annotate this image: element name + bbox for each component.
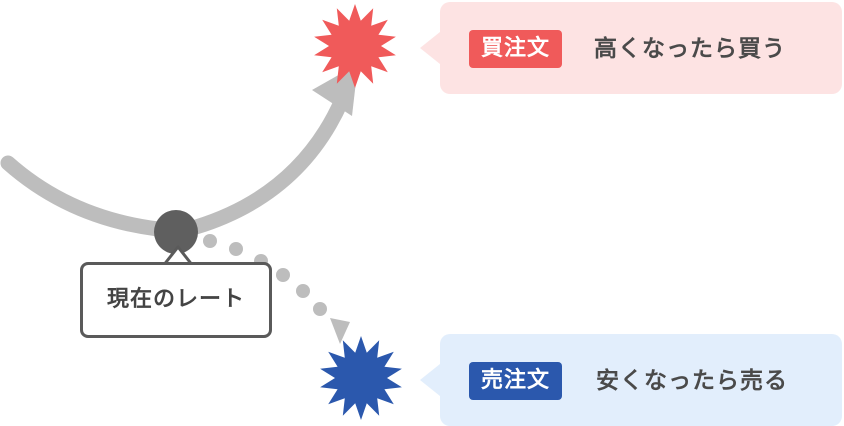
current-rate-dot — [154, 210, 198, 254]
rising-arrow-head — [312, 64, 358, 116]
sell-order-badge: 売注文 — [469, 362, 563, 400]
current-rate-label: 現在のレート — [106, 287, 245, 312]
sell-order-callout: 売注文 安くなったら売る — [420, 334, 842, 426]
buy-order-description: 高くなったら買う — [594, 36, 786, 62]
current-rate-label-box: 現在のレート — [80, 262, 272, 338]
buy-order-callout: 買注文 高くなったら買う — [420, 2, 842, 94]
sell-starburst-icon — [320, 336, 402, 420]
falling-arrow-head — [330, 318, 350, 344]
buy-starburst-icon — [314, 4, 396, 88]
buy-order-badge: 買注文 — [469, 30, 563, 68]
falling-price-dots — [203, 234, 327, 316]
sell-order-description: 安くなったら売る — [596, 368, 788, 394]
rising-price-curve — [0, 92, 350, 237]
